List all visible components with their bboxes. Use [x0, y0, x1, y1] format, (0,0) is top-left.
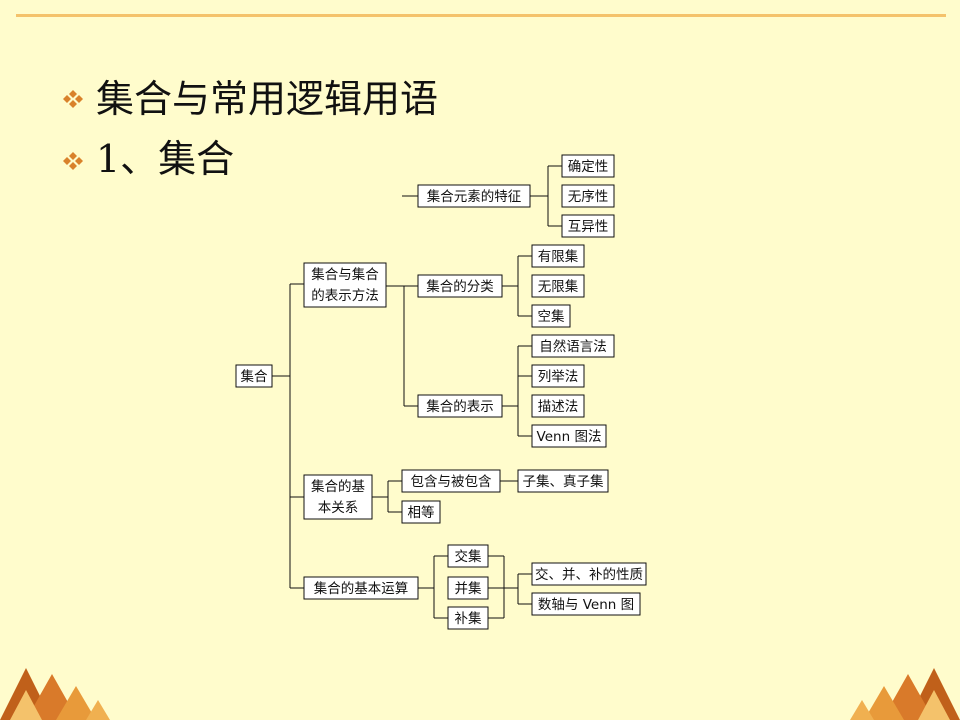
svg-text:交、并、补的性质: 交、并、补的性质	[535, 566, 643, 583]
svg-text:补集: 补集	[455, 611, 482, 627]
node-operation-property: 数轴与 Venn 图	[531, 592, 641, 616]
svg-text:互异性: 互异性	[568, 219, 609, 235]
svg-text:Venn 图法: Venn 图法	[537, 429, 602, 445]
node-set-type: 空集	[531, 304, 571, 328]
svg-text:数轴与 Venn 图: 数轴与 Venn 图	[538, 597, 634, 613]
svg-text:集合的表示: 集合的表示	[426, 399, 494, 415]
corner-decoration-left	[0, 668, 110, 720]
node-feature: 确定性	[561, 154, 615, 178]
diamond-cluster-icon	[63, 152, 83, 170]
svg-text:有限集: 有限集	[538, 249, 579, 265]
node-subset: 子集、真子集	[517, 469, 609, 493]
node-relations: 集合的基 本关系	[303, 474, 373, 520]
node-equal: 相等	[401, 500, 441, 524]
node-notation-method: Venn 图法	[531, 424, 607, 448]
node-inclusion: 包含与被包含	[401, 469, 501, 493]
node-feature: 无序性	[561, 184, 615, 208]
svg-text:无序性: 无序性	[568, 189, 609, 205]
section-title: 1、集合	[96, 137, 235, 181]
diamond-cluster-icon	[63, 90, 83, 108]
svg-text:确定性: 确定性	[568, 159, 609, 175]
node-operation: 补集	[447, 606, 489, 630]
svg-text:并集: 并集	[455, 581, 482, 597]
svg-text:集合与集合: 集合与集合	[311, 267, 379, 283]
svg-text:列举法: 列举法	[538, 369, 579, 385]
node-notation-method: 列举法	[531, 364, 585, 388]
node-representation: 集合与集合 的表示方法	[303, 262, 387, 308]
svg-text:无限集: 无限集	[538, 279, 579, 295]
corner-decoration-right	[850, 668, 960, 720]
svg-text:包含与被包含: 包含与被包含	[411, 474, 492, 490]
node-root-label: 集合	[241, 369, 268, 385]
svg-text:集合的基: 集合的基	[311, 478, 365, 495]
svg-text:自然语言法: 自然语言法	[539, 338, 607, 355]
svg-text:描述法: 描述法	[538, 399, 579, 415]
connector-lines	[272, 165, 562, 619]
node-operation-property: 交、并、补的性质	[531, 562, 647, 586]
svg-text:集合的基本运算: 集合的基本运算	[314, 580, 409, 597]
node-operation: 交集	[447, 544, 489, 568]
node-element-features: 集合元素的特征	[417, 184, 531, 208]
node-set-type: 无限集	[531, 274, 585, 298]
svg-text:交集: 交集	[455, 548, 482, 565]
node-operation: 并集	[447, 576, 489, 600]
top-accent-line	[16, 14, 946, 17]
node-notation: 集合的表示	[417, 394, 503, 418]
node-notation-method: 描述法	[531, 394, 585, 418]
node-feature: 互异性	[561, 214, 615, 238]
node-classification: 集合的分类	[417, 274, 503, 298]
svg-text:本关系: 本关系	[318, 500, 359, 516]
svg-text:相等: 相等	[408, 504, 435, 521]
node-operations: 集合的基本运算	[303, 576, 419, 600]
svg-text:集合的分类: 集合的分类	[426, 279, 494, 295]
node-root: 集合	[235, 364, 273, 388]
svg-text:的表示方法: 的表示方法	[311, 288, 379, 304]
svg-text:空集: 空集	[538, 309, 566, 325]
node-set-type: 有限集	[531, 244, 585, 268]
svg-text:子集、真子集: 子集、真子集	[523, 474, 604, 490]
node-element-features-label: 集合元素的特征	[427, 189, 522, 205]
slide-title: 集合与常用逻辑用语	[96, 77, 439, 121]
node-notation-method: 自然语言法	[531, 334, 615, 358]
